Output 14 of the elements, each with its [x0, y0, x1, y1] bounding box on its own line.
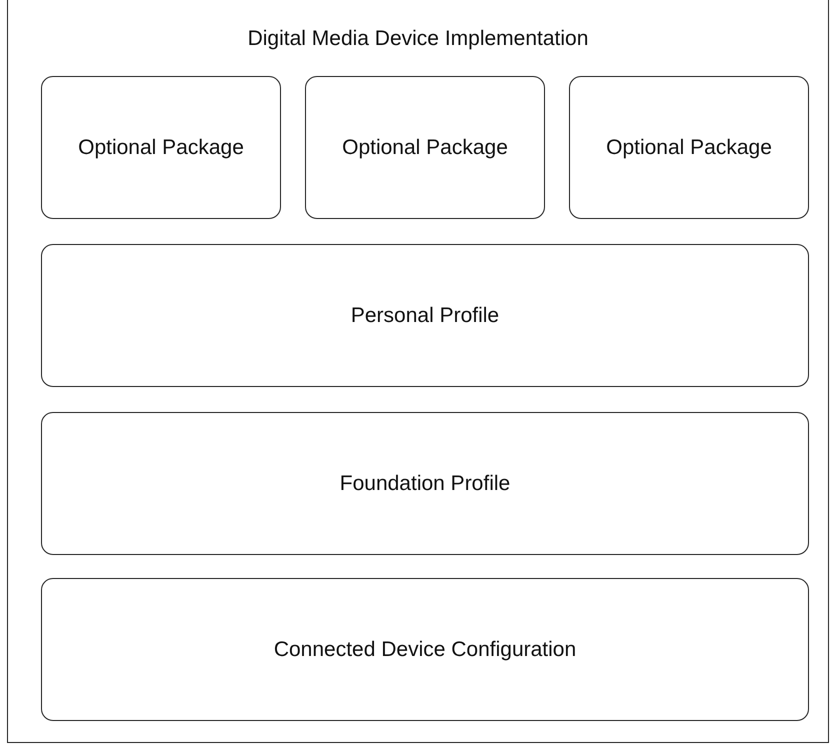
layer-box — [305, 76, 545, 219]
layer-label: Connected Device Configuration — [274, 636, 576, 663]
layer-box — [41, 412, 809, 555]
layer-box — [41, 244, 809, 387]
layer-label: Optional Package — [606, 134, 772, 161]
layer-label: Optional Package — [78, 134, 244, 161]
layer-label: Foundation Profile — [340, 470, 510, 497]
layer-label: Personal Profile — [350, 302, 500, 329]
layer-box — [41, 76, 281, 219]
layer-box — [41, 578, 809, 721]
layer-label: Optional Package — [342, 134, 508, 161]
layer-box — [569, 76, 809, 219]
container-title: Digital Media Device Implementation — [246, 26, 590, 52]
container-box — [7, 0, 829, 743]
